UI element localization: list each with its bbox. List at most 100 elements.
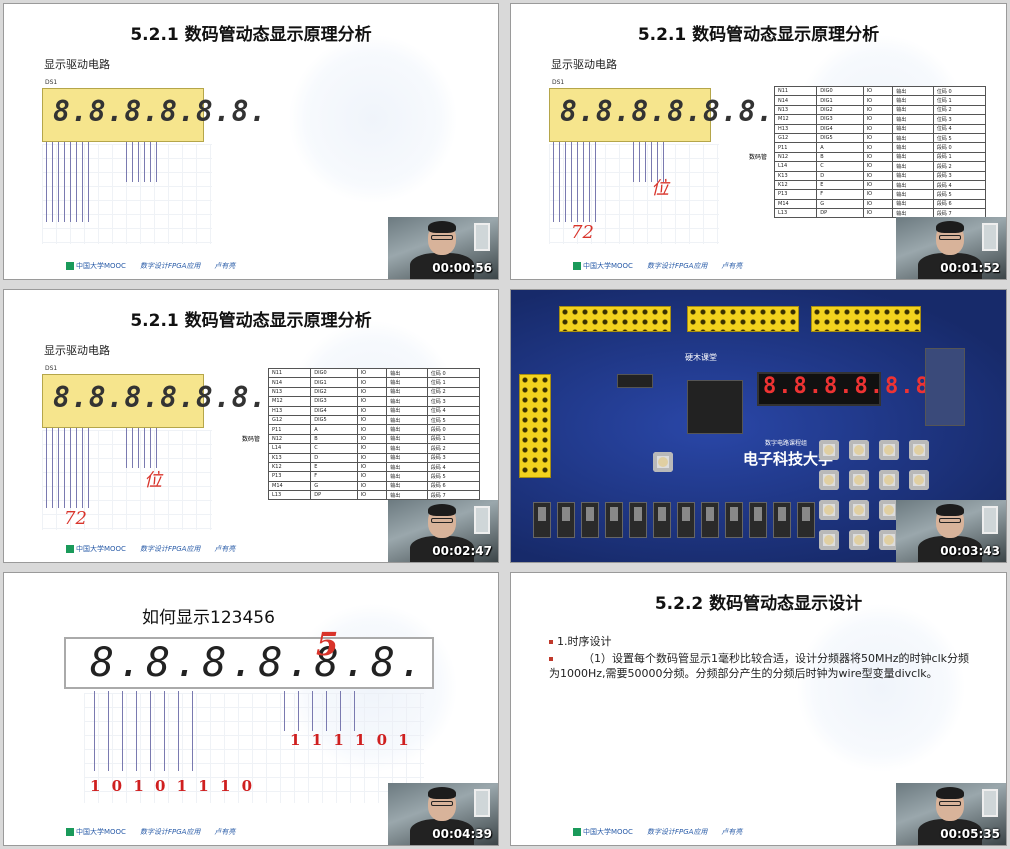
board-brand: 硬木课堂 xyxy=(685,353,717,362)
table-cell: IO xyxy=(862,198,894,210)
thumbnail-5[interactable]: 如何显示123456 8.8.8.8.8.8. 5 1 1 1 1 0 1 1 … xyxy=(3,572,499,846)
table-cell: 位码 1 xyxy=(932,95,987,106)
thumbnail-4[interactable]: 硬木课堂 8.8.8.8.8.8. 数字电路课程组 电子科技大学 00:03:4… xyxy=(510,289,1007,563)
table-cell: 段码 2 xyxy=(932,161,987,172)
table-cell: 位码 2 xyxy=(426,386,481,398)
table-cell: 位码 0 xyxy=(426,367,481,379)
table-cell: 段码 0 xyxy=(932,142,987,153)
table-cell: D xyxy=(816,170,864,181)
table-cell: G12 xyxy=(267,414,312,426)
presenter-video xyxy=(896,500,1006,562)
table-cell: 段码 4 xyxy=(932,179,987,191)
table-cell: M12 xyxy=(773,114,818,125)
table-cell: 输出 xyxy=(386,480,428,492)
table-cell: 输出 xyxy=(892,161,934,172)
table-cell: DIG0 xyxy=(310,367,358,379)
table-cell: 输出 xyxy=(386,424,428,435)
table-cell: 输出 xyxy=(892,85,934,97)
bullet-heading: 1.时序设计 xyxy=(549,633,612,649)
table-cell: N12 xyxy=(773,151,818,163)
schematic-grid xyxy=(84,693,424,803)
handwriting-duan: 72 xyxy=(571,222,594,243)
table-cell: C xyxy=(816,161,864,172)
table-cell: 输出 xyxy=(386,377,428,388)
table-cell: IO xyxy=(356,443,388,454)
table-cell: 段码 3 xyxy=(426,452,481,463)
table-cell: 输出 xyxy=(892,151,934,163)
vga-port xyxy=(925,348,965,426)
table-cell: 段码 7 xyxy=(426,490,481,501)
table-cell: 输出 xyxy=(386,396,428,407)
table-cell: B xyxy=(816,151,864,163)
table-cell: G12 xyxy=(773,132,818,144)
slide-subtitle: 显示驱动电路 xyxy=(44,344,110,357)
table-cell: IO xyxy=(356,461,388,473)
slide-subtitle: 显示驱动电路 xyxy=(44,58,110,71)
table-cell: F xyxy=(816,189,864,200)
table-cell: 输出 xyxy=(386,414,428,426)
table-cell: E xyxy=(310,461,358,473)
seven-seg-display-large: 8.8.8.8.8.8. xyxy=(64,637,434,689)
table-cell: 输出 xyxy=(892,132,934,144)
table-cell: 位码 2 xyxy=(932,104,987,116)
table-cell: 段码 5 xyxy=(932,189,987,200)
presenter-video xyxy=(388,783,498,845)
timestamp: 00:04:39 xyxy=(432,827,492,841)
table-cell: M12 xyxy=(267,396,312,407)
table-cell: L14 xyxy=(267,443,312,454)
table-cell: IO xyxy=(862,170,894,181)
table-cell: DIG4 xyxy=(816,123,864,134)
header-connector xyxy=(811,306,921,332)
table-cell: IO xyxy=(356,396,388,407)
table-cell: 段码 3 xyxy=(932,170,987,181)
table-cell: 位码 5 xyxy=(426,414,481,426)
presenter-video xyxy=(896,217,1006,279)
table-cell: IO xyxy=(356,471,388,482)
table-cell: 位码 4 xyxy=(426,405,481,416)
table-cell: DIG2 xyxy=(816,104,864,116)
table-cell: 段码 1 xyxy=(932,151,987,163)
table-cell: 段码 6 xyxy=(932,198,987,210)
table-cell: N14 xyxy=(773,95,818,106)
handwriting-duan: 72 xyxy=(64,508,87,529)
header-connector xyxy=(519,374,551,478)
table-cell: IO xyxy=(862,123,894,134)
timestamp: 00:00:56 xyxy=(432,261,492,275)
timestamp: 00:03:43 xyxy=(940,544,1000,558)
table-cell: 输出 xyxy=(892,123,934,134)
handwriting-digit: 5 xyxy=(316,625,339,663)
header-connector xyxy=(687,306,799,332)
watermark xyxy=(288,34,458,204)
thumbnail-6[interactable]: 5.2.2 数码管动态显示设计 1.时序设计 （1）设置每个数码管显示1毫秒比较… xyxy=(510,572,1007,846)
table-cell: IO xyxy=(862,95,894,106)
presenter-video xyxy=(388,217,498,279)
display-digits: 8.8.8.8.8.8. xyxy=(53,95,268,128)
table-cell: N11 xyxy=(267,367,312,379)
table-cell: L14 xyxy=(773,161,818,172)
chip xyxy=(617,374,653,388)
table-cell: IO xyxy=(356,405,388,416)
